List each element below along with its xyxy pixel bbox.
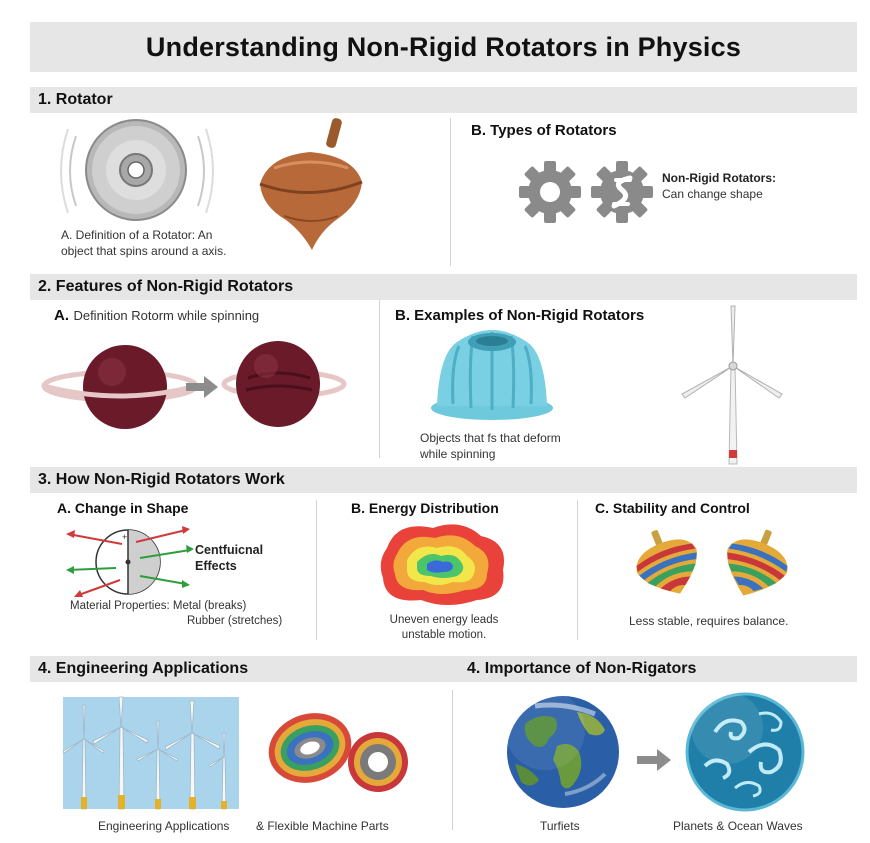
ocean-planet-icon (685, 692, 805, 812)
section-3-bar: 3. How Non-Rigid Rotators Work (30, 467, 857, 493)
nonrigid-rotators-label: Non-Rigid Rotators: Can change shape (662, 171, 776, 201)
arrow-right-icon-2 (637, 749, 671, 771)
page-title: Understanding Non-Rigid Rotators in Phys… (145, 31, 742, 62)
svg-text:+: + (122, 532, 127, 542)
section-1-heading: 1. Rotator (38, 91, 113, 108)
planets-caption: Planets & Ocean Waves (673, 819, 803, 833)
types-of-rotators-heading: B. Types of Rotators (471, 122, 617, 139)
features-a-definition: A. Definition Rotorm while spinning (54, 307, 260, 324)
cd-disc-icon (60, 114, 214, 229)
flexible-machine-parts-icon (262, 696, 412, 804)
section-3-heading: 3. How Non-Rigid Rotators Work (38, 471, 285, 488)
energy-distribution-heading: B. Energy Distribution (351, 500, 499, 516)
section-2-divider (379, 300, 380, 458)
sphere-before-icon (40, 342, 200, 432)
title-bar: Understanding Non-Rigid Rotators in Phys… (30, 22, 857, 72)
section-1-divider (450, 118, 451, 266)
importance-heading: 4. Importance of Non-Rigators (467, 660, 697, 677)
earth-icon (505, 690, 623, 810)
section-1-bar: 1. Rotator (30, 87, 857, 113)
examples-heading: B. Examples of Non-Rigid Rotators (395, 307, 645, 324)
examples-caption: Objects that fs that deform while spinni… (420, 431, 561, 461)
section-3-divider-1 (316, 500, 317, 640)
wind-turbine-icon (678, 302, 788, 465)
striped-top-left-icon (632, 528, 704, 600)
section-3-divider-2 (577, 500, 578, 640)
energy-blob-icon (377, 518, 509, 610)
wind-farm-image (62, 696, 239, 810)
spinning-top-icon (250, 116, 370, 256)
section-4-divider (452, 690, 453, 830)
rotator-definition: A. Definition of a Rotator: An object th… (61, 228, 227, 258)
striped-top-right-icon (720, 528, 792, 604)
change-in-shape-heading: A. Change in Shape (57, 500, 189, 516)
stability-caption: Less stable, requires balance. (629, 614, 789, 628)
centrifugal-label: Centfuicnal Effects (195, 543, 264, 573)
engineering-caption: Engineering Applications (98, 819, 230, 833)
gear-icon (518, 160, 582, 224)
jelly-mold-icon (429, 324, 555, 422)
machine-parts-caption: & Flexible Machine Parts (256, 819, 389, 833)
section-2-bar: 2. Features of Non-Rigid Rotators (30, 274, 857, 300)
stability-heading: C. Stability and Control (595, 500, 750, 516)
arrow-right-icon (186, 376, 218, 398)
sphere-deformed-icon (221, 338, 356, 430)
flexible-gear-icon (590, 160, 654, 224)
energy-caption: Uneven energy leads unstable motion. (389, 614, 499, 641)
engineering-applications-heading: 4. Engineering Applications (38, 660, 249, 677)
section-2-heading: 2. Features of Non-Rigid Rotators (38, 278, 294, 295)
centrifugal-diagram: + (66, 524, 196, 600)
turfiets-caption: Turfiets (540, 819, 580, 833)
section-4-bar: 4. Engineering Applications 4. Importanc… (30, 656, 857, 682)
material-properties: Material Properties: Metal (breaks) Rubb… (70, 600, 283, 627)
